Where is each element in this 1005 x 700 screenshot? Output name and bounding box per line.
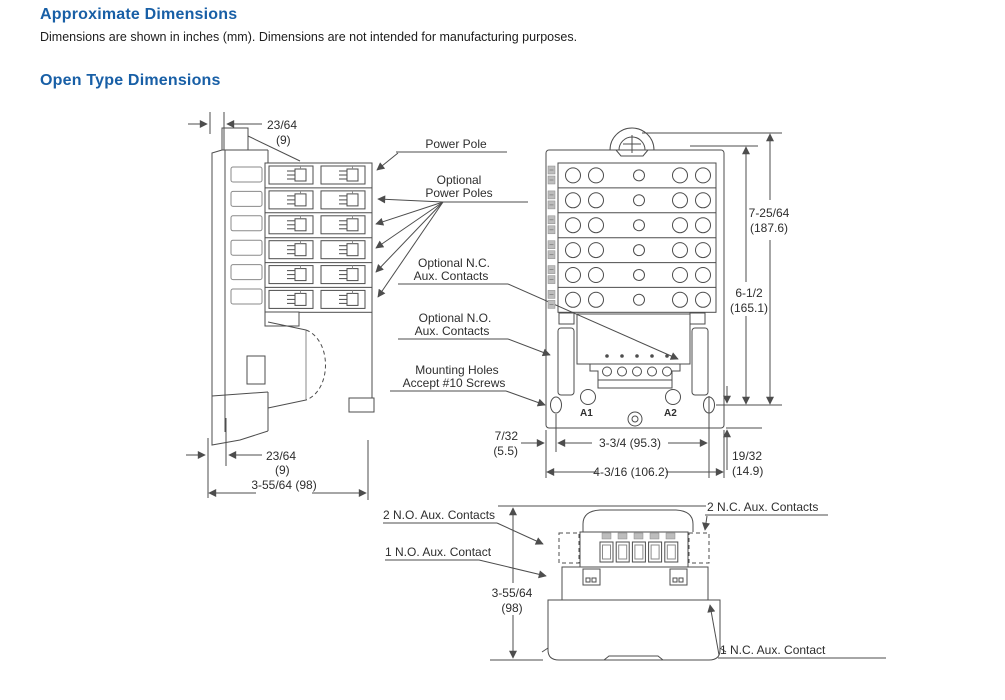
terminal-a1-label: A1: [580, 408, 593, 419]
side-view-dimensions: 23/64 (9) 23/64 (9) 3-55/64 (98): [186, 112, 369, 500]
dim-hole-spacing: 3-3/4 (95.3): [599, 436, 661, 450]
callout-optional-no-2: Aux. Contacts: [415, 324, 490, 338]
terminal-a2-label: A2: [664, 408, 677, 419]
bottom-view-drawing: [541, 509, 727, 661]
section-title: Open Type Dimensions: [40, 72, 221, 89]
callout-labels: Power Pole Optional Power Poles Optional…: [375, 137, 679, 407]
dim-width-overall: 4-3/16 (106.2): [593, 465, 668, 479]
dim-bottom-mm: (14.9): [732, 464, 763, 478]
page-subtitle: Dimensions are shown in inches (mm). Dim…: [40, 30, 578, 44]
bottom-view-labels: 2 N.O. Aux. Contacts 1 N.O. Aux. Contact…: [383, 500, 886, 661]
dim-bottom-fraction: 19/32: [732, 449, 762, 463]
dim-side-bottom-mm: (9): [275, 463, 290, 477]
label-2no: 2 N.O. Aux. Contacts: [383, 508, 495, 522]
label-1nc: 1 N.C. Aux. Contact: [720, 643, 826, 657]
dim-bottomview-height-mm: (98): [501, 601, 522, 615]
callout-mounting-1: Mounting Holes: [415, 363, 498, 377]
front-view-drawing: A1 A2: [545, 127, 725, 429]
front-view-dimensions: 7-25/64 (187.6) 6-1/2 (165.1) 19/32 (14.…: [493, 132, 790, 479]
side-view-drawing: [211, 127, 375, 446]
callout-power-pole: Power Pole: [425, 137, 487, 151]
dim-height-mounting-fraction: 6-1/2: [735, 286, 763, 300]
dim-side-bottom-fraction: 23/64: [266, 449, 296, 463]
dim-height-overall-fraction: 7-25/64: [749, 206, 790, 220]
callout-optional-no-1: Optional N.O.: [419, 311, 492, 325]
callout-optional-nc-1: Optional N.C.: [418, 256, 490, 270]
dim-height-mounting-mm: (165.1): [730, 301, 768, 315]
dim-side-depth: 3-55/64 (98): [251, 478, 316, 492]
callout-mounting-2: Accept #10 Screws: [403, 376, 506, 390]
dim-offset-fraction: 7/32: [495, 429, 519, 443]
callout-optional-nc-2: Aux. Contacts: [414, 269, 489, 283]
dim-bottomview-height-fraction: 3-55/64: [492, 586, 533, 600]
dim-side-top-mm: (9): [276, 133, 291, 147]
callout-optional-power-poles-1: Optional: [437, 173, 482, 187]
callout-optional-power-poles-2: Power Poles: [425, 186, 492, 200]
dim-side-top-fraction: 23/64: [267, 118, 297, 132]
label-1no: 1 N.O. Aux. Contact: [385, 545, 492, 559]
page-title: Approximate Dimensions: [40, 6, 238, 23]
dim-height-overall-mm: (187.6): [750, 221, 788, 235]
label-2nc: 2 N.C. Aux. Contacts: [707, 500, 818, 514]
dim-offset-mm: (5.5): [493, 444, 518, 458]
